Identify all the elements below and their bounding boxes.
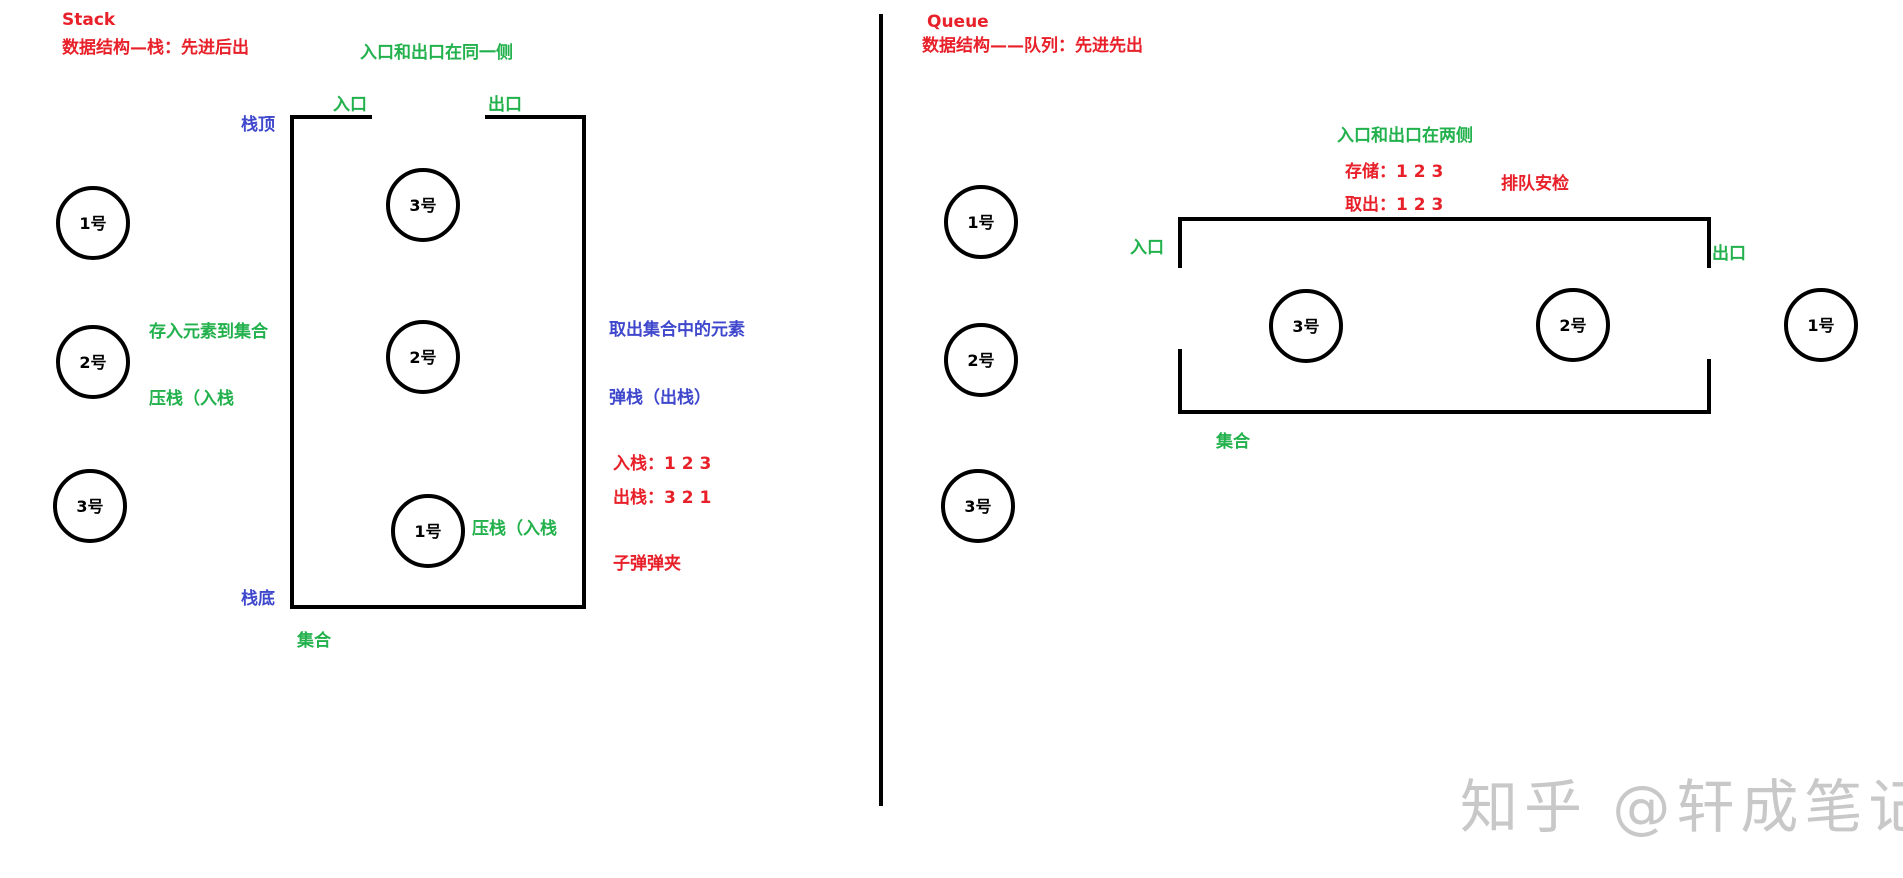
stack-inside-item-label: 1号 bbox=[414, 522, 441, 541]
queue-exit-label: 出口 bbox=[1712, 244, 1746, 264]
queue-container-top bbox=[1178, 217, 1711, 268]
queue-outside-item: 3号 bbox=[941, 469, 1015, 543]
queue-inside-item-label: 2号 bbox=[1559, 316, 1586, 335]
stack-same-side-note: 入口和出口在同一侧 bbox=[360, 43, 513, 63]
stack-inside-item: 2号 bbox=[386, 320, 460, 394]
stack-top-label: 栈顶 bbox=[241, 115, 275, 135]
stack-push-inside-note: 压栈（入栈 bbox=[472, 519, 557, 539]
stack-in-order: 入栈：1 2 3 bbox=[613, 454, 712, 474]
queue-security-note: 排队安检 bbox=[1501, 174, 1569, 194]
stack-bottom-label: 栈底 bbox=[241, 589, 275, 609]
stack-collection-label: 集合 bbox=[297, 631, 331, 651]
stack-title: Stack bbox=[62, 10, 116, 30]
stack-store-note: 存入元素到集合 bbox=[149, 322, 268, 342]
stack-outside-item-label: 3号 bbox=[76, 497, 103, 516]
stack-outside-item: 1号 bbox=[56, 186, 130, 260]
queue-outside-item-label: 1号 bbox=[967, 213, 994, 232]
stack-take-note: 取出集合中的元素 bbox=[609, 320, 745, 340]
stack-pop-note: 弹栈（出栈） bbox=[609, 388, 711, 408]
queue-outside-item-label: 3号 bbox=[964, 497, 991, 516]
queue-outside-item: 2号 bbox=[944, 323, 1018, 397]
queue-take-order: 取出：1 2 3 bbox=[1345, 195, 1444, 215]
stack-inside-item-label: 2号 bbox=[409, 348, 436, 367]
stack-container bbox=[290, 115, 586, 609]
queue-store-order: 存储：1 2 3 bbox=[1345, 162, 1444, 182]
watermark: 知乎 @轩成笔记 bbox=[1460, 773, 1903, 841]
stack-outside-item: 2号 bbox=[56, 325, 130, 399]
stack-out-order: 出栈：3 2 1 bbox=[613, 488, 712, 508]
queue-exited-item: 1号 bbox=[1784, 288, 1858, 362]
stack-magazine-note: 子弹弹夹 bbox=[613, 554, 681, 574]
stack-inside-item: 1号 bbox=[391, 494, 465, 568]
queue-container-bottom bbox=[1178, 349, 1711, 414]
queue-inside-item: 2号 bbox=[1536, 288, 1610, 362]
queue-title: Queue bbox=[927, 12, 989, 32]
queue-outside-item: 1号 bbox=[944, 185, 1018, 259]
queue-two-sides-note: 入口和出口在两侧 bbox=[1337, 126, 1473, 146]
queue-inside-item-label: 3号 bbox=[1292, 317, 1319, 336]
queue-outside-item-label: 2号 bbox=[967, 351, 994, 370]
stack-push-note: 压栈（入栈 bbox=[149, 389, 234, 409]
stack-outside-item-label: 2号 bbox=[79, 353, 106, 372]
queue-subtitle: 数据结构——队列：先进先出 bbox=[922, 36, 1143, 56]
stack-exit-label: 出口 bbox=[488, 95, 522, 115]
stack-outside-item-label: 1号 bbox=[79, 214, 106, 233]
queue-exited-item-label: 1号 bbox=[1807, 316, 1834, 335]
stack-outside-item: 3号 bbox=[53, 469, 127, 543]
queue-collection-label: 集合 bbox=[1216, 432, 1250, 452]
stack-inside-item: 3号 bbox=[386, 168, 460, 242]
stack-subtitle: 数据结构—栈：先进后出 bbox=[62, 38, 249, 58]
queue-inside-item: 3号 bbox=[1269, 289, 1343, 363]
stack-entrance-label: 入口 bbox=[333, 95, 367, 115]
stack-inside-item-label: 3号 bbox=[409, 196, 436, 215]
queue-entrance-label: 入口 bbox=[1130, 238, 1164, 258]
